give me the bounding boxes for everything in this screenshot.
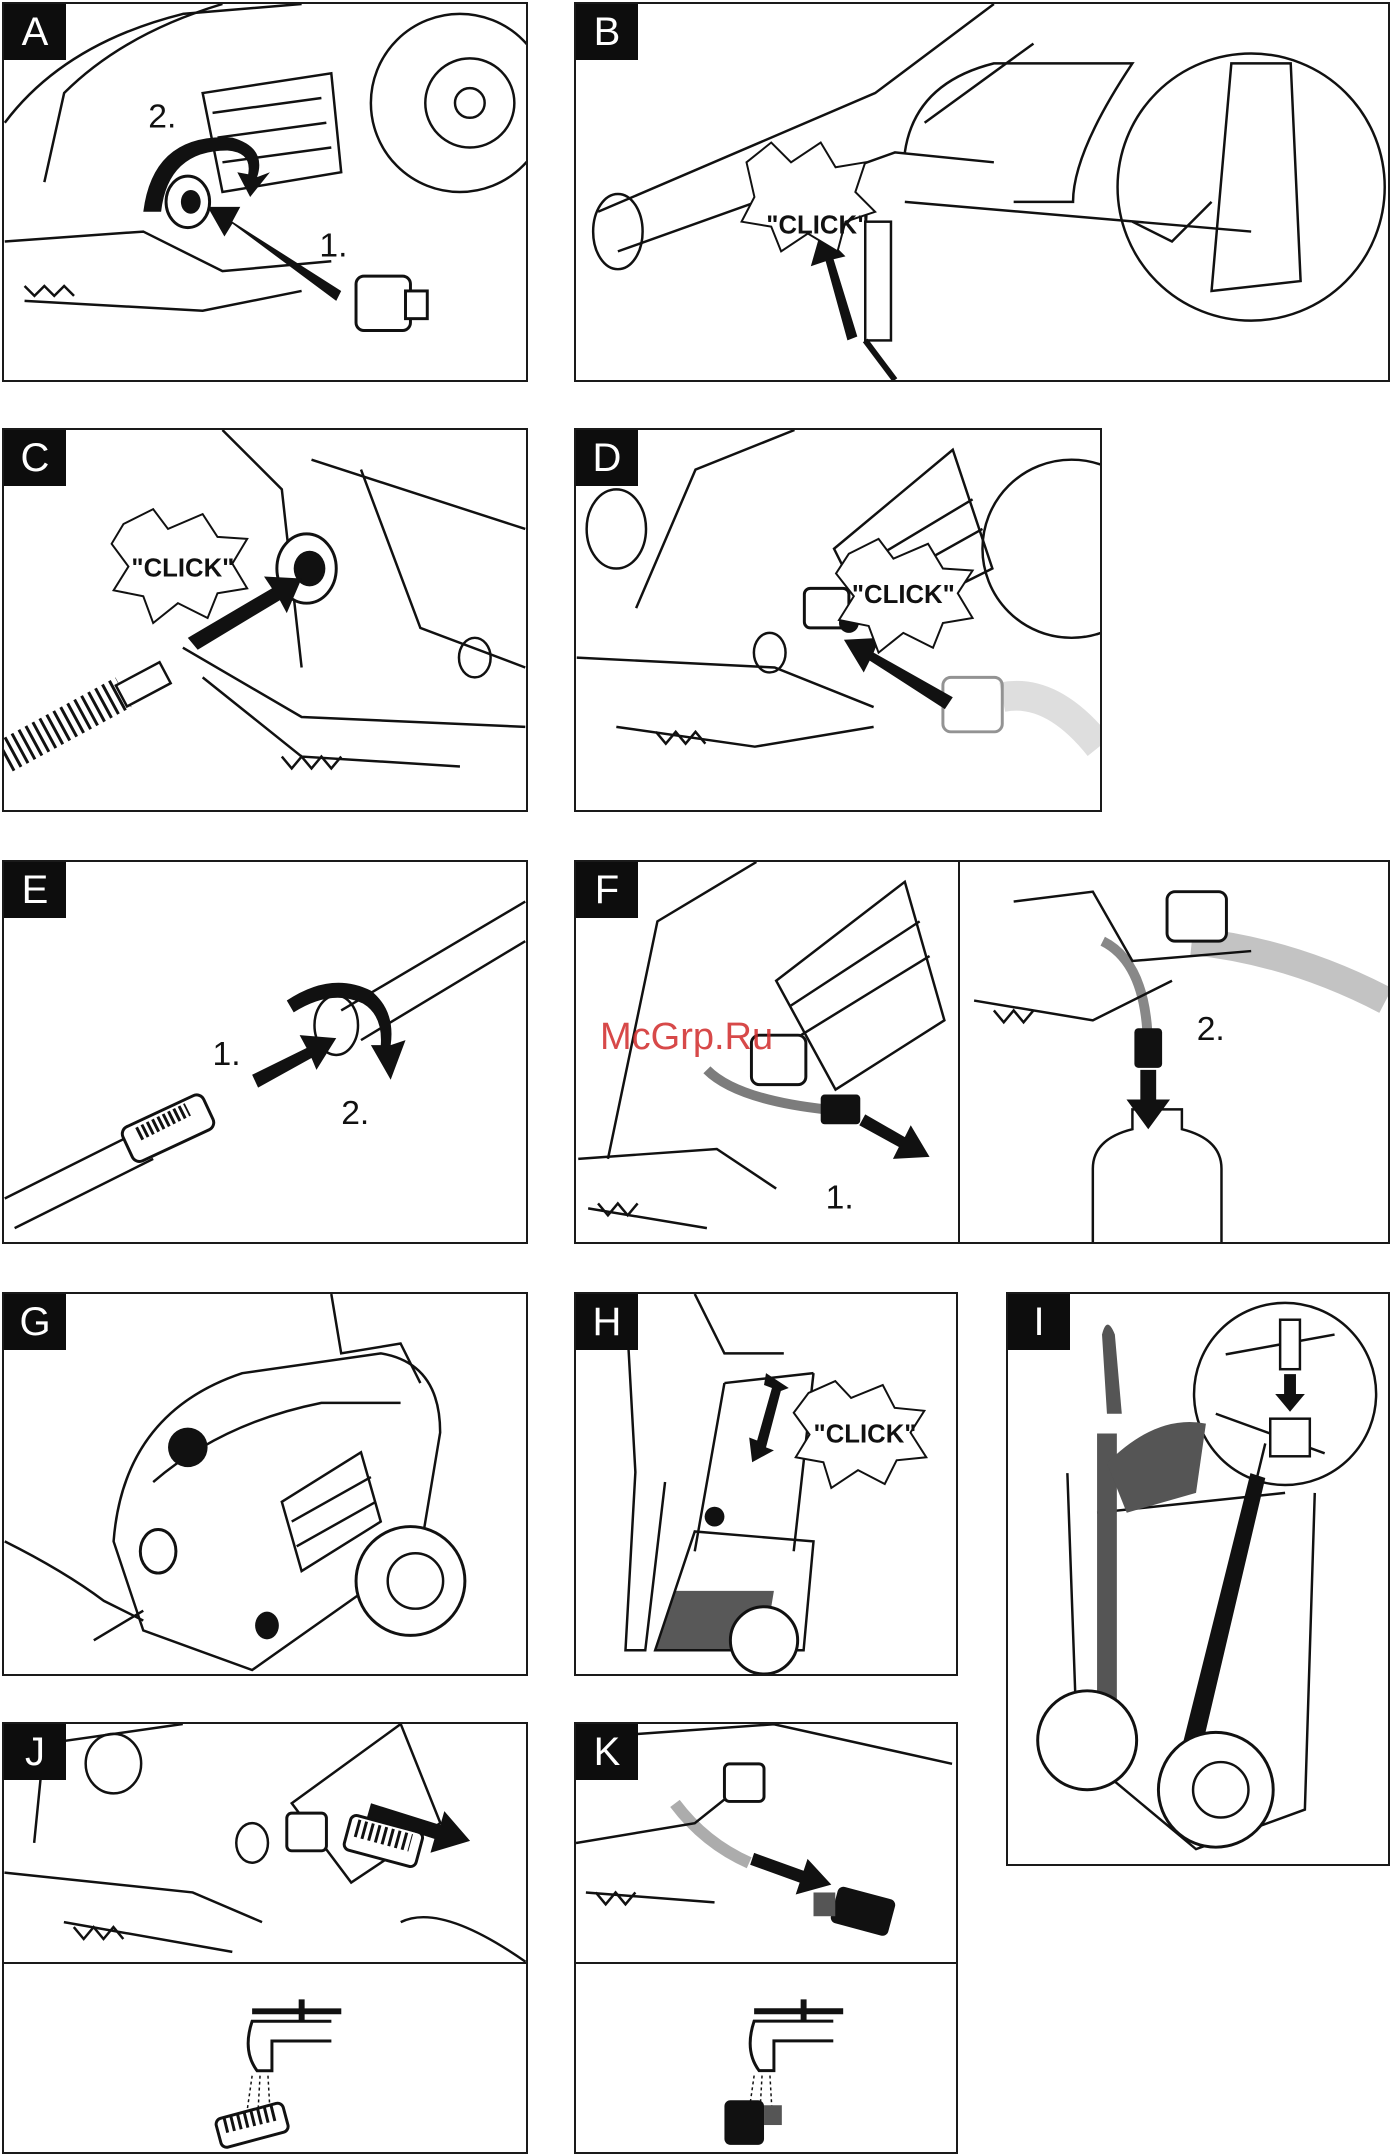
click-label: "CLICK" [814, 1420, 917, 1448]
panel-tag: D [576, 430, 638, 486]
filter-clean-illustration [4, 1724, 526, 2152]
click-label: "CLICK" [766, 212, 869, 240]
panel-tag: I [1008, 1294, 1070, 1350]
wheel-icon [1038, 1691, 1137, 1790]
panel-i: I [1006, 1292, 1390, 1866]
step-2-label: 2. [148, 99, 176, 136]
panel-c: C "CLICK" [2, 428, 528, 812]
storage-illustration [1008, 1294, 1388, 1864]
push-arrow-icon [1275, 1374, 1305, 1412]
filter-icon [215, 2102, 290, 2149]
filter-clean-illustration [576, 1724, 956, 2152]
push-arrow-icon [252, 1035, 336, 1087]
machine-illustration: "CLICK" [4, 430, 526, 810]
gun-holder-icon [1097, 1325, 1206, 1760]
garden-hose-coupling-icon [943, 677, 1099, 746]
panel-g: G [2, 1292, 528, 1676]
panel-a: A 1. 2. [2, 2, 528, 382]
wheel-icon [730, 1607, 797, 1674]
panel-tag: E [4, 862, 66, 918]
panel-j: J [2, 1722, 528, 2154]
inlet-fitting-icon [166, 176, 210, 227]
filter-icon [814, 1885, 897, 1937]
panel-d: D "CLICK" [574, 428, 1102, 812]
step-1-label: 1. [319, 227, 347, 264]
click-label: "CLICK" [131, 554, 234, 582]
panel-b: B "CLICK" [574, 2, 1390, 382]
panel-tag: F [576, 862, 638, 918]
handle-illustration: "CLICK" [576, 1294, 956, 1674]
water-tap-icon [749, 1999, 843, 2110]
cap-icon [168, 1428, 208, 1468]
click-label: "CLICK" [852, 581, 955, 609]
machine-illustration: 1. 2. [4, 4, 526, 380]
panel-tag: H [576, 1294, 638, 1350]
step-1-label: 1. [826, 1179, 854, 1216]
push-arrow-icon [844, 638, 953, 709]
water-tap-icon [247, 1999, 341, 2110]
push-arrow-icon [749, 1373, 789, 1462]
nozzle-icon [1280, 1320, 1300, 1369]
panel-e: E 1. 2. [2, 860, 528, 1244]
push-arrow-icon [750, 1853, 831, 1895]
machine-illustration: "CLICK" [576, 430, 1100, 810]
coupling-icon [356, 276, 427, 330]
hose-end-icon [5, 662, 171, 756]
step-2-label: 2. [341, 1095, 369, 1132]
bottle-icon [1093, 1109, 1222, 1242]
step-2-label: 2. [1197, 1011, 1225, 1048]
curved-rotate-arrow-icon [287, 983, 406, 1080]
panel-h: H "CLICK" [574, 1292, 958, 1676]
watermark: McGrp.Ru [600, 1016, 773, 1059]
panel-tag: G [4, 1294, 66, 1350]
push-arrow-icon [859, 1114, 929, 1159]
carry-illustration [4, 1294, 526, 1674]
lance-illustration: 1. 2. [4, 862, 526, 1242]
gun-illustration: "CLICK" [576, 4, 1388, 380]
panel-tag: J [4, 1724, 66, 1780]
panel-tag: A [4, 4, 66, 60]
filter-icon [724, 2100, 781, 2145]
wheel-icon [356, 1527, 465, 1636]
wheel-icon [1158, 1732, 1273, 1847]
step-1-label: 1. [213, 1036, 241, 1073]
panel-tag: C [4, 430, 66, 486]
panel-k: K [574, 1722, 958, 2154]
panel-tag: K [576, 1724, 638, 1780]
panel-tag: B [576, 4, 638, 60]
nozzle-icon [120, 1092, 217, 1164]
